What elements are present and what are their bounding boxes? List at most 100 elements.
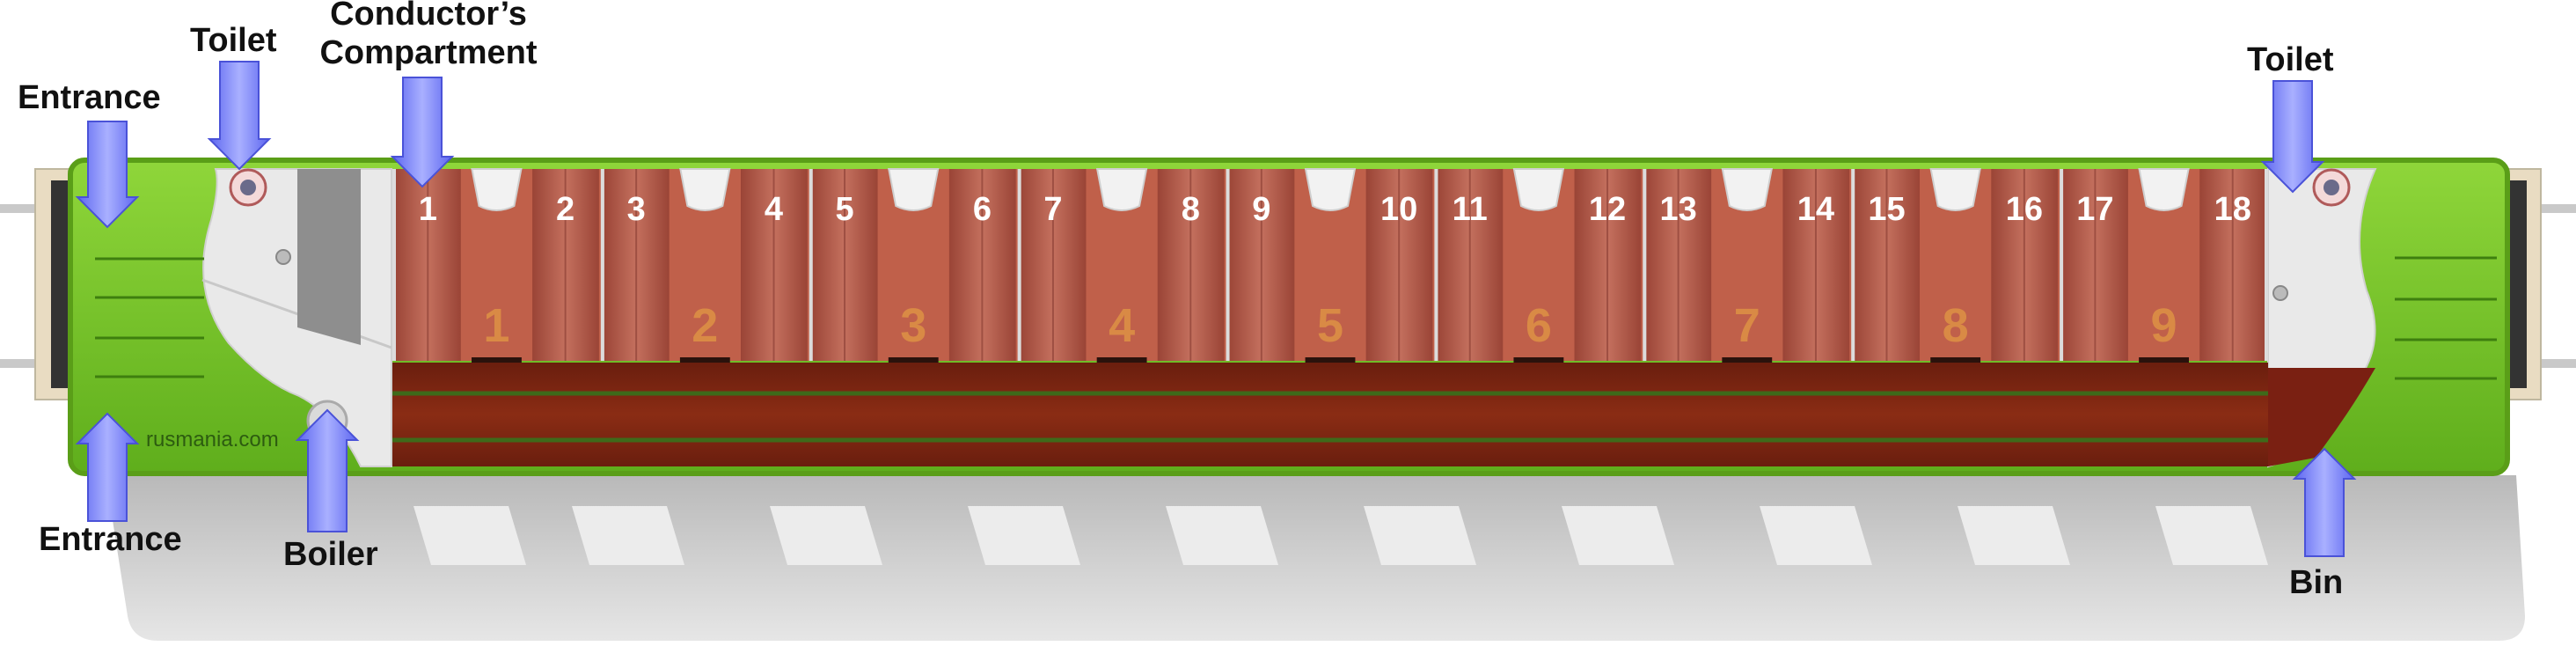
table [1095,168,1148,211]
berth-number: 3 [627,191,646,228]
door-threshold [679,357,730,363]
right-toilet-fixture [2312,168,2351,207]
berth-number: 7 [1043,191,1062,228]
door-threshold [1930,357,1981,363]
floor-stripe [2155,506,2268,565]
compartment-number: 8 [1943,299,1969,352]
floor-stripe [413,506,526,565]
compartment-divider [1226,169,1230,361]
right-tap [2272,285,2288,301]
compartment [809,168,1018,363]
berth-number: 2 [556,191,574,228]
compartment-divider [809,169,813,361]
berth-number: 4 [765,191,783,228]
door-threshold [472,357,522,363]
door-threshold [1096,357,1147,363]
floor-stripe [770,506,882,565]
label-conductor-line2: Compartment [319,34,538,71]
table [679,168,731,211]
compartment-number: 3 [900,299,926,352]
coupler-right [2499,168,2576,400]
compartment-divider [1851,169,1855,361]
door-threshold [888,357,939,363]
berth-number: 8 [1182,191,1200,228]
arrows [75,61,2357,557]
label-entrance-top: Entrance [18,79,161,116]
entrance-bottom-arrow [75,412,140,522]
table [1929,168,1981,211]
boiler-arrow [295,408,360,532]
table [2138,168,2190,211]
floor-stripe [968,506,1080,565]
floor-stripe [1166,506,1278,565]
compartment-divider [600,169,604,361]
compartment-divider [1643,169,1647,361]
compartment-divider [1017,169,1021,361]
berth-number: 6 [973,191,992,228]
compartment-divider [2060,169,2064,361]
bin-area [2268,368,2375,466]
berth-number: 16 [2006,191,2043,228]
coupler-left [0,168,79,400]
berth-number: 14 [1797,191,1834,228]
compartment-number: 5 [1317,299,1343,352]
berth-number: 5 [835,191,853,228]
berth-number: 15 [1868,191,1905,228]
bin-arrow [2292,447,2357,557]
watermark: rusmania.com [146,428,279,451]
compartment [600,168,809,363]
compartment-divider [392,169,396,361]
table [1512,168,1565,211]
table [888,168,940,211]
compartment [392,168,601,363]
table [1721,168,1773,211]
compartment-number: 4 [1109,299,1135,352]
compartment-divider [2265,169,2268,361]
compartment [1434,168,1643,363]
label-bin: Bin [2289,564,2344,601]
left-toilet-fixture [229,168,267,207]
compartment [1643,168,1852,363]
floor-stripe [1958,506,2070,565]
entrance-top-arrow [75,121,140,229]
door-threshold [1513,357,1564,363]
label-toilet-right: Toilet [2247,41,2334,78]
label-boiler: Boiler [283,536,378,573]
floor-stripe [1364,506,1476,565]
compartment [1226,168,1435,363]
toilet-right-arrow [2260,80,2325,194]
toilet-left-arrow [207,61,272,171]
berth-number: 9 [1252,191,1270,228]
compartment-number: 1 [483,299,509,352]
label-conductor-line1: Conductor’s [330,0,527,33]
compartment-number: 2 [692,299,718,352]
corridor [392,363,2268,466]
berth-number: 18 [2214,191,2251,228]
left-tap [275,249,291,265]
compartments [392,168,2268,363]
berth-number: 17 [2076,191,2113,228]
compartment [1017,168,1226,363]
berth-number: 12 [1589,191,1626,228]
compartment-number: 9 [2151,299,2177,352]
compartment-number: 7 [1734,299,1760,352]
compartment [2060,168,2268,363]
floor-stripe [572,506,684,565]
berth-number: 11 [1453,191,1488,228]
right-entrance-steps [2395,256,2497,380]
berth-number: 10 [1380,191,1417,228]
compartment-divider [1434,169,1438,361]
label-toilet-left: Toilet [190,22,277,59]
floor-shadow [106,475,2525,641]
berth-number: 13 [1659,191,1696,228]
floor-stripe [1760,506,1872,565]
door-threshold [1722,357,1773,363]
table [1304,168,1357,211]
conductor-arrow [390,77,455,188]
floor-stripe [1562,506,1674,565]
label-entrance-bottom: Entrance [39,521,182,558]
